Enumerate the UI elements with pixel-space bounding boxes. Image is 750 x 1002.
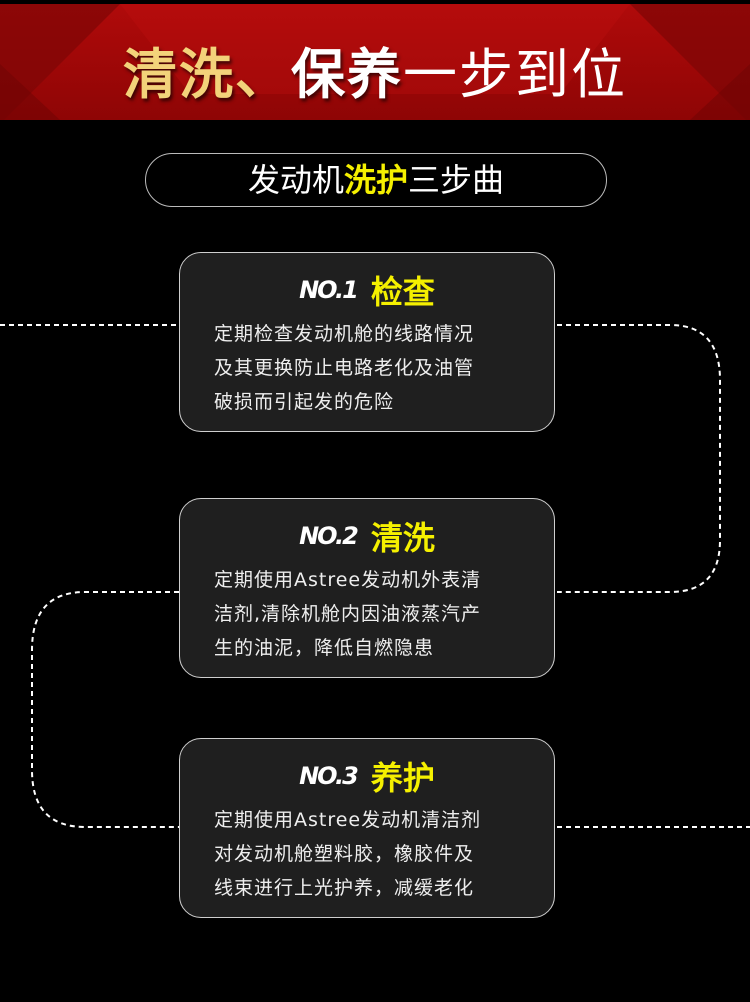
banner-pattern <box>0 4 750 120</box>
step-description: 定期使用Astree发动机外表清 洁剂,清除机舱内因油液蒸汽产 生的油泥，降低自… <box>214 563 554 665</box>
step-description: 定期使用Astree发动机清洁剂 对发动机舱塑料胶，橡胶件及 线束进行上光护养，… <box>214 803 554 905</box>
banner-title-part2: 保养 <box>291 43 403 106</box>
subtitle-post: 三步曲 <box>408 161 505 199</box>
subtitle-pill: 发动机洗护三步曲 <box>145 153 607 207</box>
step-title: 检查 <box>370 273 435 311</box>
step-number: NO.1 <box>299 276 359 304</box>
banner-title-part3: 一步到位 <box>403 43 627 106</box>
description-line: 生的油泥，降低自燃隐患 <box>214 637 435 659</box>
description-line: 及其更换防止电路老化及油管 <box>214 357 475 379</box>
description-line: 定期使用Astree发动机清洁剂 <box>214 809 482 831</box>
step-card-1: NO.1 检查 定期检查发动机舱的线路情况 及其更换防止电路老化及油管 破损而引起… <box>179 252 555 432</box>
description-line: 线束进行上光护养，减缓老化 <box>214 877 475 899</box>
description-line: 定期使用Astree发动机外表清 <box>214 569 482 591</box>
step-number: NO.2 <box>299 522 359 550</box>
step-description: 定期检查发动机舱的线路情况 及其更换防止电路老化及油管 破损而引起发的危险 <box>214 317 554 419</box>
subtitle-highlight: 洗护 <box>343 161 408 199</box>
header-banner: 清洗、保养一步到位 <box>0 4 750 120</box>
step-number: NO.3 <box>299 762 359 790</box>
description-line: 定期检查发动机舱的线路情况 <box>214 323 475 345</box>
step-title: 养护 <box>370 759 435 797</box>
description-line: 洁剂,清除机舱内因油液蒸汽产 <box>214 603 482 625</box>
step-card-2: NO.2 清洗 定期使用Astree发动机外表清 洁剂,清除机舱内因油液蒸汽产 生… <box>179 498 555 678</box>
subtitle-pre: 发动机 <box>247 161 344 199</box>
banner-title: 清洗、保养一步到位 <box>0 30 750 109</box>
description-line: 破损而引起发的危险 <box>214 391 395 413</box>
step-card-3: NO.3 养护 定期使用Astree发动机清洁剂 对发动机舱塑料胶，橡胶件及 线束… <box>179 738 555 918</box>
banner-title-part1: 清洗、 <box>123 43 291 106</box>
description-line: 对发动机舱塑料胶，橡胶件及 <box>214 843 475 865</box>
step-title: 清洗 <box>370 519 435 557</box>
